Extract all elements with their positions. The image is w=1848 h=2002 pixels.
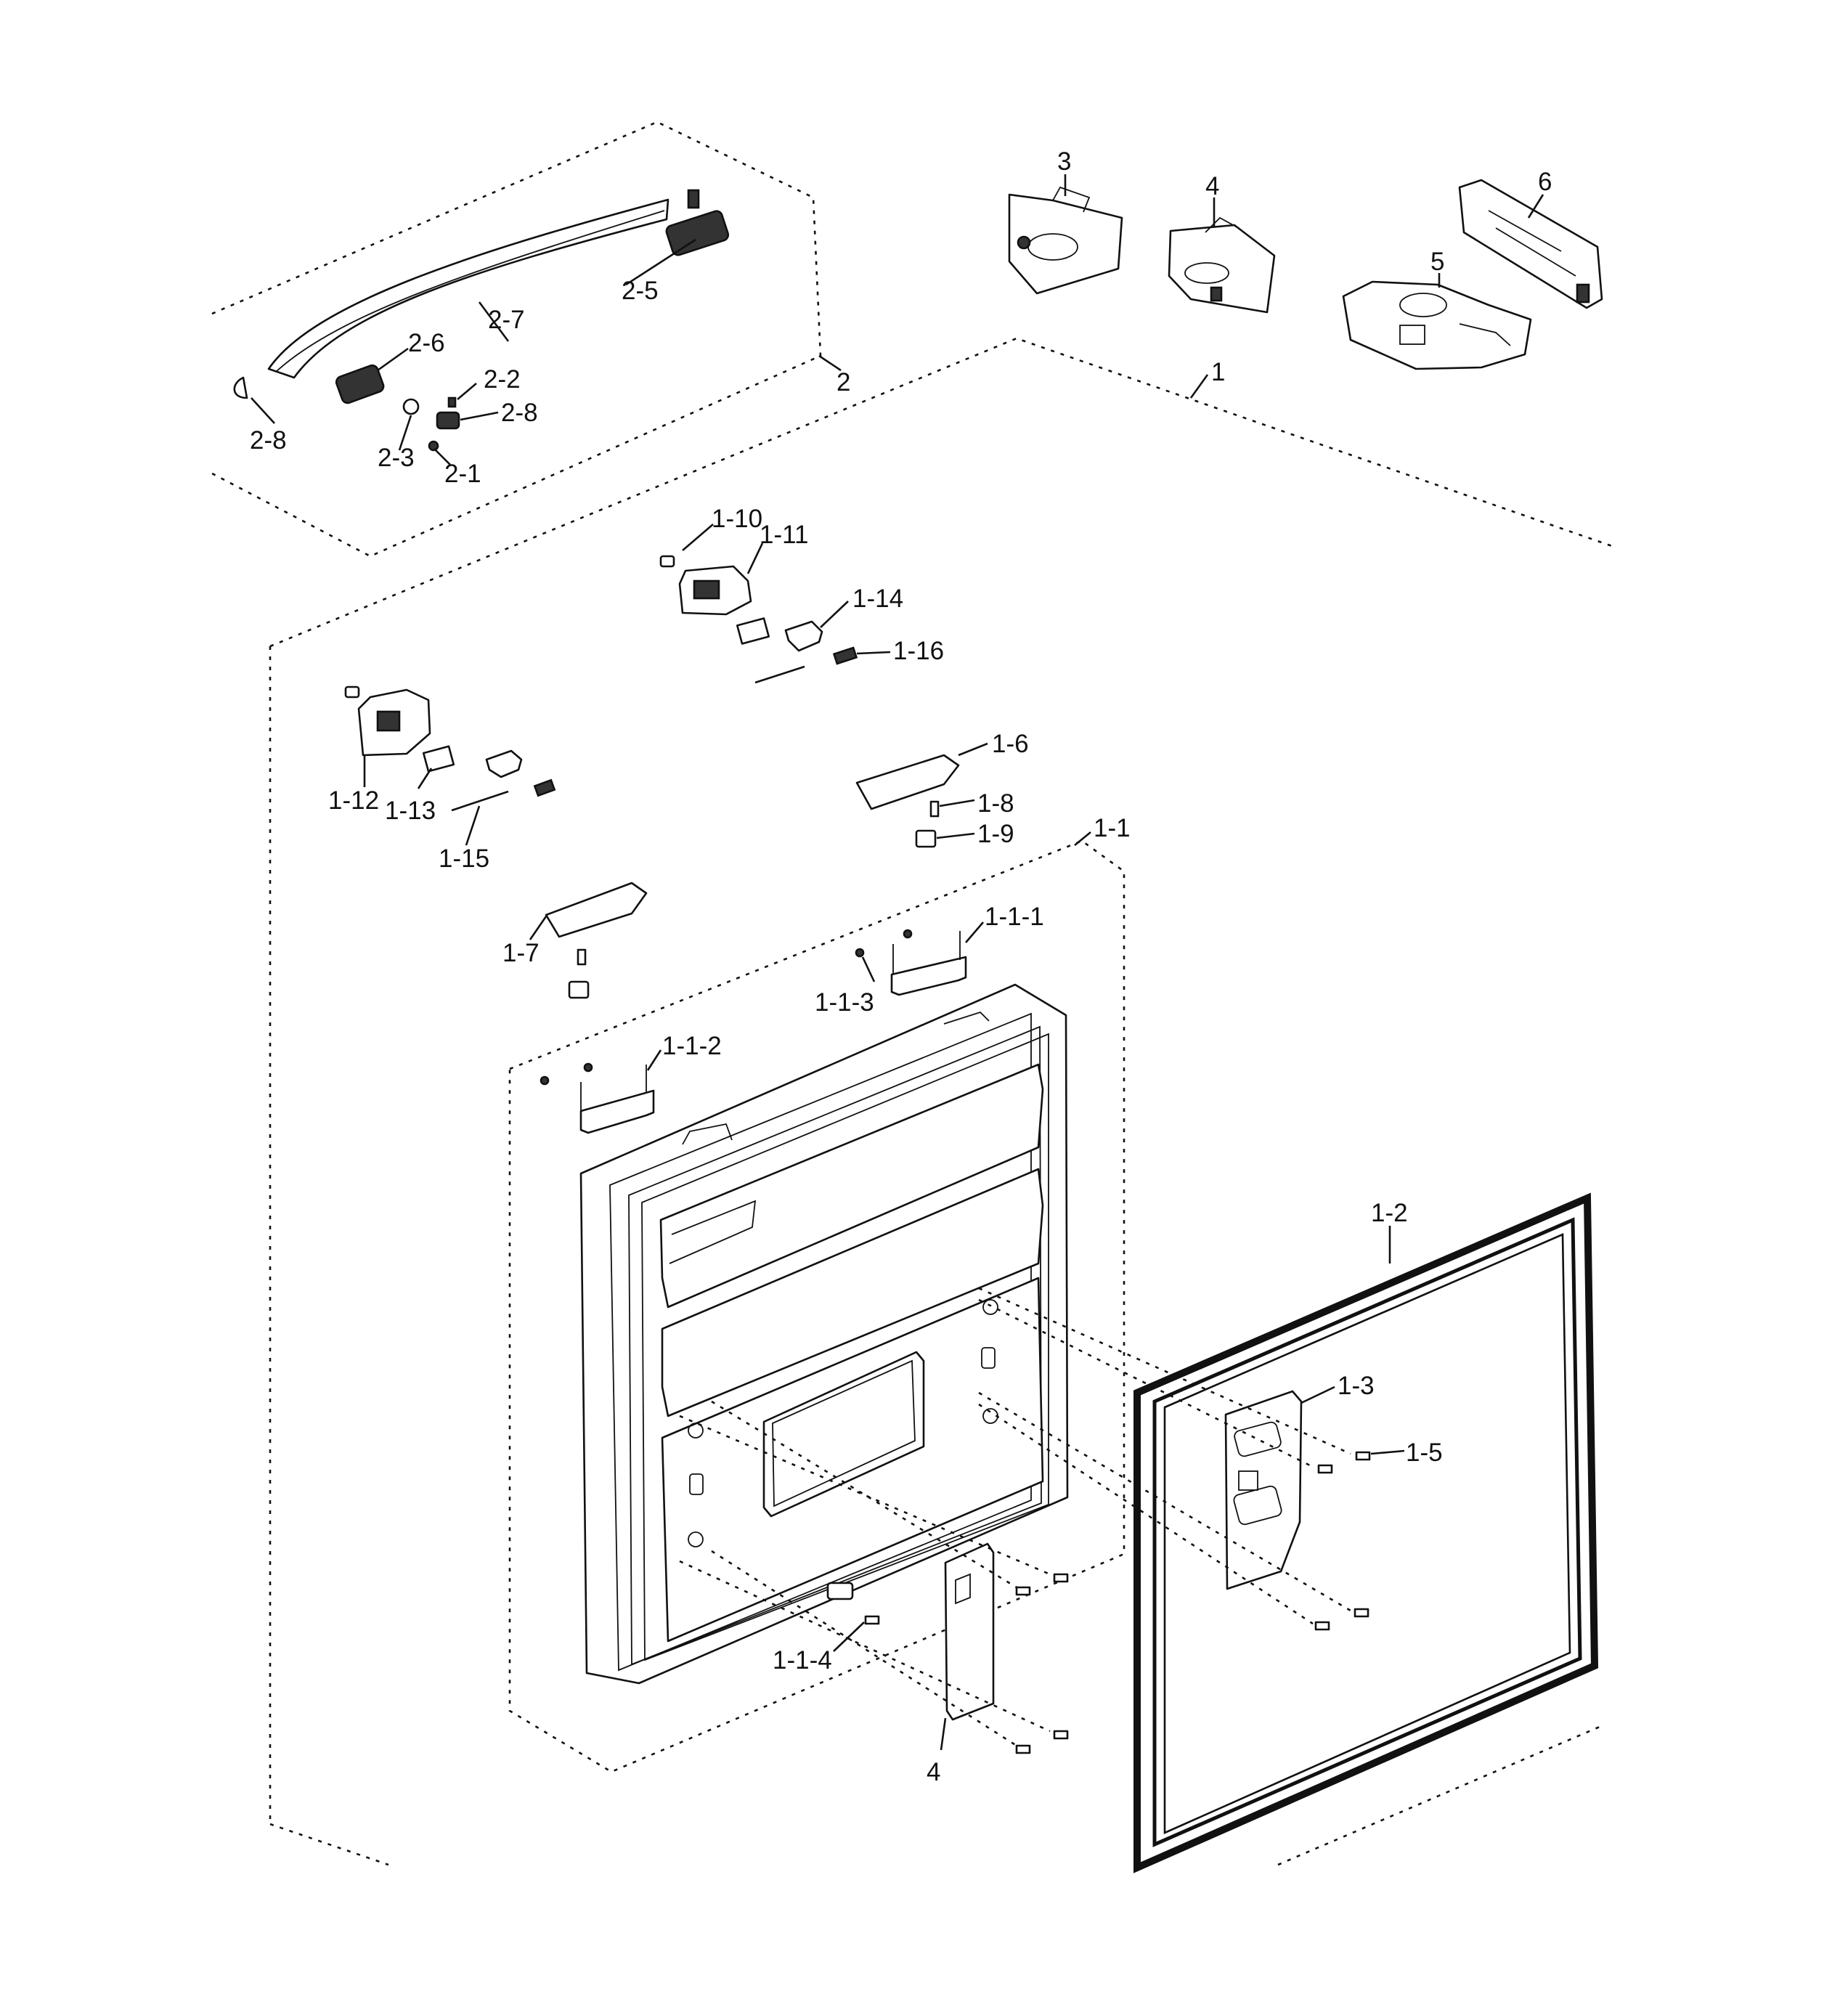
door-body — [579, 983, 1069, 1685]
callout-1-16: 1-16 — [893, 637, 944, 665]
callout-1-6: 1-6 — [992, 730, 1029, 758]
cap-block-right — [915, 829, 937, 848]
handle-top-clip — [687, 189, 700, 209]
callout-1-2: 1-2 — [1371, 1199, 1408, 1227]
boundary-door-subassembly — [508, 839, 1126, 1773]
callout-2: 2 — [837, 368, 850, 396]
callout-3: 3 — [1057, 147, 1071, 176]
callout-5: 5 — [1430, 248, 1444, 276]
bracket-2-8 — [436, 411, 460, 430]
callout-4: 4 — [1205, 172, 1219, 200]
leader-lines — [251, 174, 1544, 1751]
handle-bar — [267, 198, 669, 379]
callout-1-1-4: 1-1-4 — [773, 1646, 832, 1675]
holder-right — [890, 956, 967, 996]
callout-2-3: 2-3 — [378, 444, 415, 472]
callout-1: 1 — [1211, 358, 1225, 386]
callout-1-11: 1-11 — [760, 521, 808, 549]
callout-1-12: 1-12 — [328, 786, 379, 815]
screws — [1015, 1451, 1371, 1754]
callout-1-3: 1-3 — [1338, 1372, 1375, 1400]
bracket-lower — [944, 1542, 995, 1721]
callout-6: 6 — [1538, 168, 1552, 196]
latch-spring-right — [832, 646, 858, 665]
callout-1-1-1: 1-1-1 — [985, 903, 1044, 931]
cap-parts — [344, 555, 967, 1134]
alignment-lines — [679, 1287, 1351, 1747]
hinge-bracket — [1342, 280, 1532, 370]
callout-1-10: 1-10 — [712, 505, 762, 533]
callout-1-5: 1-5 — [1406, 1439, 1443, 1467]
holder-left — [579, 1089, 655, 1134]
screw-2-2 — [447, 396, 457, 408]
latch-plate-right — [736, 617, 770, 645]
callout-1-1-2: 1-1-2 — [662, 1032, 722, 1060]
callout-4-lower: 4 — [927, 1758, 940, 1786]
hinge-parts — [1008, 179, 1603, 370]
callout-1-9: 1-9 — [977, 820, 1014, 848]
handle-holder-top — [665, 210, 730, 256]
boundary-door-assembly — [269, 337, 1613, 648]
door-bottom-tab — [826, 1582, 854, 1600]
callout-1-1-3: 1-1-3 — [815, 988, 874, 1017]
callout-2-6: 2-6 — [408, 329, 445, 357]
latch-screw-right — [659, 555, 675, 568]
latch-lever-left — [485, 749, 523, 778]
latch-rod-right — [754, 665, 805, 684]
callout-1-13: 1-13 — [385, 797, 436, 825]
callout-2-5: 2-5 — [622, 277, 659, 305]
assembly-boundaries — [211, 121, 1613, 1866]
door-small-block — [864, 1615, 880, 1625]
screw-2-1 — [428, 440, 439, 452]
callout-2-7: 2-7 — [488, 306, 525, 334]
callout-labels: 1 2 3 4 5 6 2-7 2-5 2-6 2-2 2-8 2-8 2-3 … — [250, 147, 1552, 1786]
callout-2-2: 2-2 — [484, 365, 521, 394]
door-shelf-upper — [659, 1063, 1044, 1309]
callout-1-1: 1-1 — [1094, 814, 1131, 842]
latch-spring-left — [533, 778, 556, 797]
callout-2-1: 2-1 — [444, 460, 481, 488]
mounting-brackets — [944, 1390, 1303, 1721]
door-recess — [762, 1351, 925, 1518]
cap-screw-left — [577, 948, 587, 966]
cap-block-left — [568, 980, 590, 999]
callout-1-15: 1-15 — [439, 845, 489, 873]
handle-holder-bottom — [335, 364, 385, 404]
callout-2-8-left: 2-8 — [250, 426, 287, 455]
hinge-plate — [1458, 179, 1603, 309]
washer — [402, 398, 420, 415]
latch-rod-left — [451, 790, 509, 812]
latch-screw-left — [344, 685, 360, 699]
callout-1-7: 1-7 — [502, 939, 540, 967]
cap-cover-left — [545, 882, 648, 938]
door-shelf-middle — [661, 1168, 1044, 1417]
latch-plate-left — [422, 745, 455, 773]
bracket-upper — [1224, 1390, 1303, 1590]
cap-screw-right — [929, 800, 940, 818]
handle-end-cap — [233, 376, 248, 399]
door-gasket — [1133, 1192, 1599, 1873]
callout-1-14: 1-14 — [852, 585, 903, 613]
latch-lever-right — [784, 620, 823, 652]
cap-cover-right — [855, 754, 960, 810]
callout-2-8-right: 2-8 — [501, 399, 538, 427]
callout-1-8: 1-8 — [977, 789, 1014, 818]
handle-parts — [233, 189, 730, 452]
